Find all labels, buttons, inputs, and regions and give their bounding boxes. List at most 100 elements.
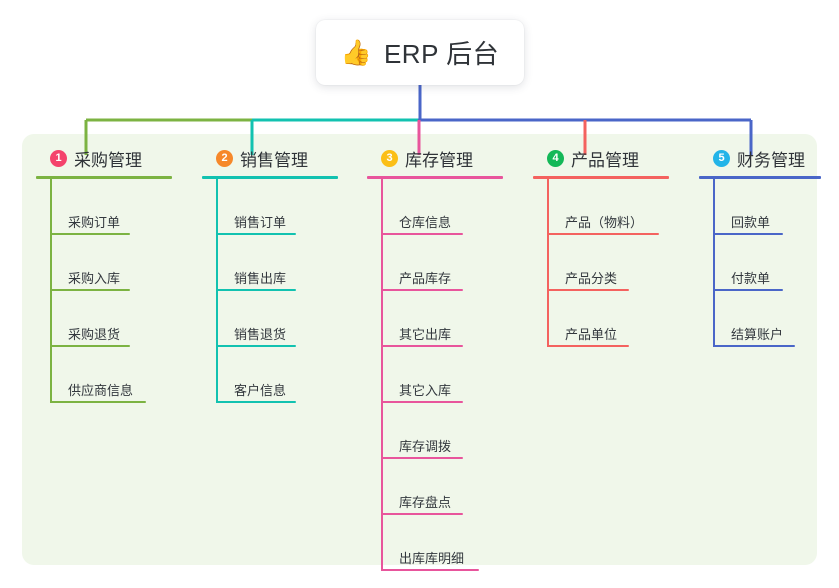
branch-item-list-2: 销售订单销售出库销售退货客户信息 [202,179,352,403]
list-item[interactable]: 供应商信息 [36,347,186,403]
list-item[interactable]: 库存调拨 [367,403,517,459]
branch-header-rule-4 [533,176,669,179]
list-item-rule [216,289,296,291]
list-item-label: 产品库存 [399,271,452,286]
list-item[interactable]: 采购订单 [36,179,186,235]
list-item-rule [547,289,629,291]
list-item[interactable]: 其它出库 [367,291,517,347]
branch-header-3[interactable]: 3 库存管理 [367,145,517,171]
branch-title-5: 财务管理 [737,150,805,170]
list-item-label: 产品分类 [565,271,618,286]
branch-title-4: 产品管理 [571,150,639,170]
list-item-rule [713,345,795,347]
list-item-label: 出库库明细 [399,551,465,566]
branch-header-4[interactable]: 4 产品管理 [533,145,683,171]
list-item-label: 销售退货 [234,327,287,342]
branch-title-1: 采购管理 [74,150,142,170]
branch-column-4: 4 产品管理产品（物料） 产品分类产品单位 [533,145,683,347]
list-item-label: 其它出库 [399,327,452,342]
branch-header-2[interactable]: 2 销售管理 [202,145,352,171]
list-item[interactable]: 付款单 [699,235,834,291]
root-node-title: ERP 后台 [383,39,500,69]
branch-header-rule-1 [36,176,172,179]
list-item-rule [381,457,463,459]
list-item-rule [381,401,463,403]
list-item-label: 仓库信息 [399,215,452,230]
list-item[interactable]: 产品（物料） [533,179,683,235]
branch-item-list-1: 采购订单采购入库采购退货供应商信息 [36,179,186,403]
list-item-label: 供应商信息 [68,383,134,398]
list-item-label: 库存盘点 [399,495,452,510]
list-item-label: 客户信息 [234,383,287,398]
branch-header-5[interactable]: 5 财务管理 [699,145,834,171]
list-item-rule [713,289,783,291]
list-item-rule [216,401,296,403]
list-item-label: 库存调拨 [399,439,452,454]
branch-spine-5 [713,179,715,347]
list-item-label: 回款单 [731,215,771,230]
thumbs-up-icon: 👍 [340,38,372,67]
branch-column-5: 5 财务管理回款单付款单结算账户 [699,145,834,347]
branch-header-1[interactable]: 1 采购管理 [36,145,186,171]
list-item-rule [216,345,296,347]
list-item-rule [547,345,629,347]
list-item[interactable]: 产品单位 [533,291,683,347]
list-item-rule [713,233,783,235]
list-item[interactable]: 产品分类 [533,235,683,291]
list-item[interactable]: 销售退货 [202,291,352,347]
list-item-rule [50,401,146,403]
branch-header-rule-3 [367,176,503,179]
branch-number-badge-1: 1 [50,149,67,167]
branch-column-1: 1 采购管理采购订单采购入库采购退货供应商信息 [36,145,186,403]
list-item[interactable]: 采购入库 [36,235,186,291]
branch-header-rule-5 [699,176,821,179]
branch-number-badge-2: 2 [216,149,233,167]
root-node-card[interactable]: 👍 ERP 后台 [316,20,524,85]
branch-title-3: 库存管理 [405,150,473,170]
branch-title-2: 销售管理 [240,150,308,170]
list-item-rule [216,233,296,235]
list-item[interactable]: 回款单 [699,179,834,235]
list-item-rule [381,513,463,515]
branch-spine-4 [547,179,549,347]
list-item-label: 结算账户 [731,327,784,342]
list-item-rule [50,345,130,347]
list-item-label: 产品（物料） [565,215,644,230]
list-item-rule [50,289,130,291]
list-item-label: 产品单位 [565,327,618,342]
branch-spine-3 [381,179,383,571]
list-item-label: 采购退货 [68,327,121,342]
list-item-rule [381,569,479,571]
branch-number-badge-4: 4 [547,149,564,167]
list-item-label: 销售出库 [234,271,287,286]
list-item[interactable]: 库存盘点 [367,459,517,515]
branch-item-list-4: 产品（物料） 产品分类产品单位 [533,179,683,347]
list-item[interactable]: 客户信息 [202,347,352,403]
list-item-rule [50,233,130,235]
list-item-label: 采购入库 [68,271,121,286]
branch-number-badge-5: 5 [713,149,730,167]
list-item[interactable]: 采购退货 [36,291,186,347]
list-item-rule [381,289,463,291]
branch-item-list-3: 仓库信息产品库存其它出库其它入库库存调拨库存盘点出库库明细 [367,179,517,571]
list-item[interactable]: 出库库明细 [367,515,517,571]
branch-column-2: 2 销售管理销售订单销售出库销售退货客户信息 [202,145,352,403]
list-item[interactable]: 销售出库 [202,235,352,291]
list-item-rule [381,233,463,235]
branch-number-badge-3: 3 [381,149,398,167]
list-item[interactable]: 其它入库 [367,347,517,403]
list-item-rule [381,345,463,347]
list-item-label: 销售订单 [234,215,287,230]
branch-spine-1 [50,179,52,403]
list-item[interactable]: 结算账户 [699,291,834,347]
list-item-rule [547,233,659,235]
list-item-label: 采购订单 [68,215,121,230]
branch-spine-2 [216,179,218,403]
branch-header-rule-2 [202,176,338,179]
list-item[interactable]: 仓库信息 [367,179,517,235]
branch-column-3: 3 库存管理仓库信息产品库存其它出库其它入库库存调拨库存盘点出库库明细 [367,145,517,571]
list-item[interactable]: 销售订单 [202,179,352,235]
branches-background-panel [22,134,817,565]
list-item[interactable]: 产品库存 [367,235,517,291]
